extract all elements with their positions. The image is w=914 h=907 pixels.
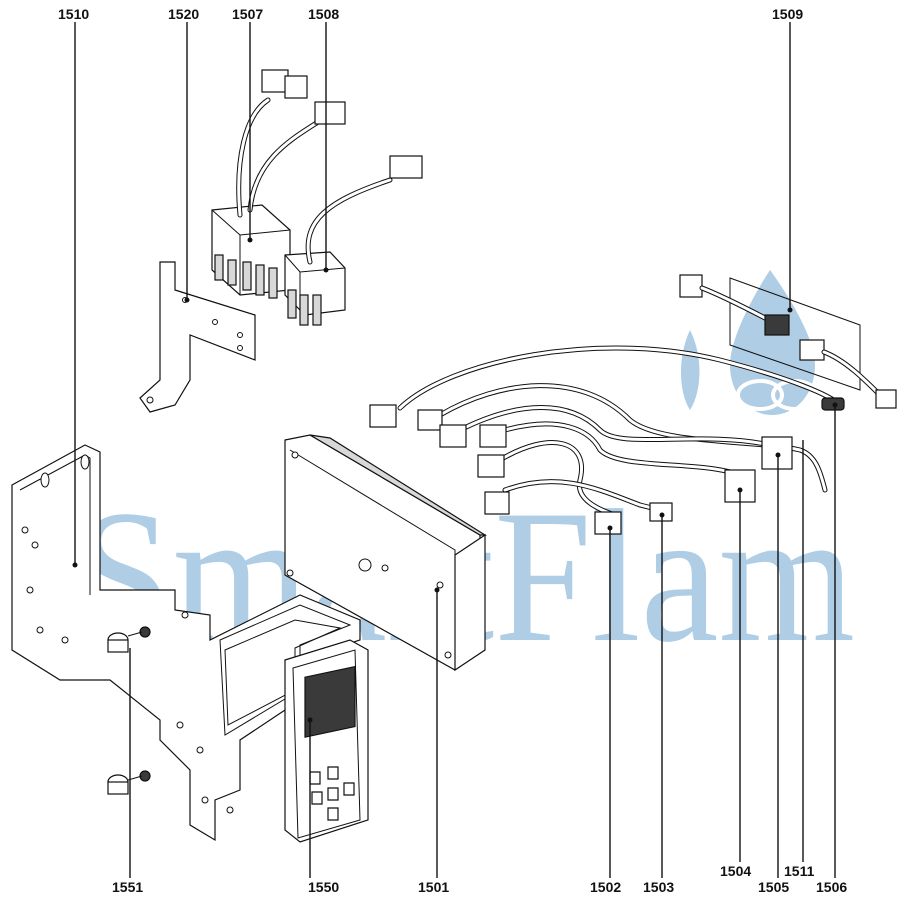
- cable-harness: [369, 345, 845, 535]
- callout-1507: 1507: [232, 6, 263, 22]
- callout-1510: 1510: [58, 6, 89, 22]
- callout-1503: 1503: [643, 879, 674, 895]
- leader-lines: [72, 22, 838, 878]
- terminal-block-1508: [284, 251, 346, 326]
- callout-1504: 1504: [720, 863, 751, 879]
- callout-labels: 1510 1520 1507 1508 1509 1551 1550 1501 …: [58, 6, 847, 895]
- connector-1503: [649, 502, 673, 522]
- callout-1506: 1506: [816, 879, 847, 895]
- display-module-1550: [284, 639, 369, 843]
- callout-1509: 1509: [772, 6, 803, 22]
- connector-1502: [594, 511, 622, 535]
- callout-1551: 1551: [112, 879, 143, 895]
- plug-wires-top: [236, 69, 423, 265]
- callout-1520: 1520: [168, 6, 199, 22]
- callout-1508: 1508: [308, 6, 339, 22]
- callout-1505: 1505: [758, 879, 789, 895]
- callout-1501: 1501: [418, 879, 449, 895]
- cable-1509: [679, 274, 897, 409]
- callout-1511: 1511: [784, 863, 815, 879]
- terminal-block-1507: [211, 204, 291, 299]
- controller-board-1501: [284, 434, 488, 672]
- callout-1550: 1550: [308, 879, 339, 895]
- cable-clip-1551: [107, 626, 151, 795]
- callout-1502: 1502: [590, 879, 621, 895]
- connector-1505: [761, 436, 793, 470]
